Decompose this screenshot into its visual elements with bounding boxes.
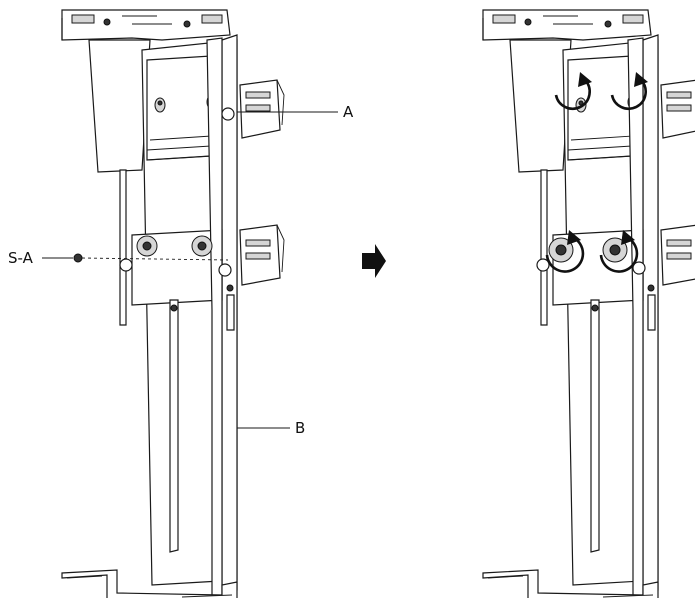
clockwise-rotation-icon [610,72,648,111]
screw-s-a [73,253,229,263]
right-arrow-icon [362,244,386,278]
bracket-assembly-right [482,9,695,598]
bracket-assembly-left [61,9,285,598]
label-a: A [343,103,354,121]
label-s-a: S-A [8,249,34,267]
clockwise-rotation-icon [599,230,639,273]
clockwise-rotation-icon [545,230,585,273]
callout-b: B [237,419,305,437]
label-b: B [295,419,305,437]
callout-s-a: S-A [8,249,73,267]
callout-a: A [237,103,354,121]
clockwise-rotation-icon [554,72,592,111]
